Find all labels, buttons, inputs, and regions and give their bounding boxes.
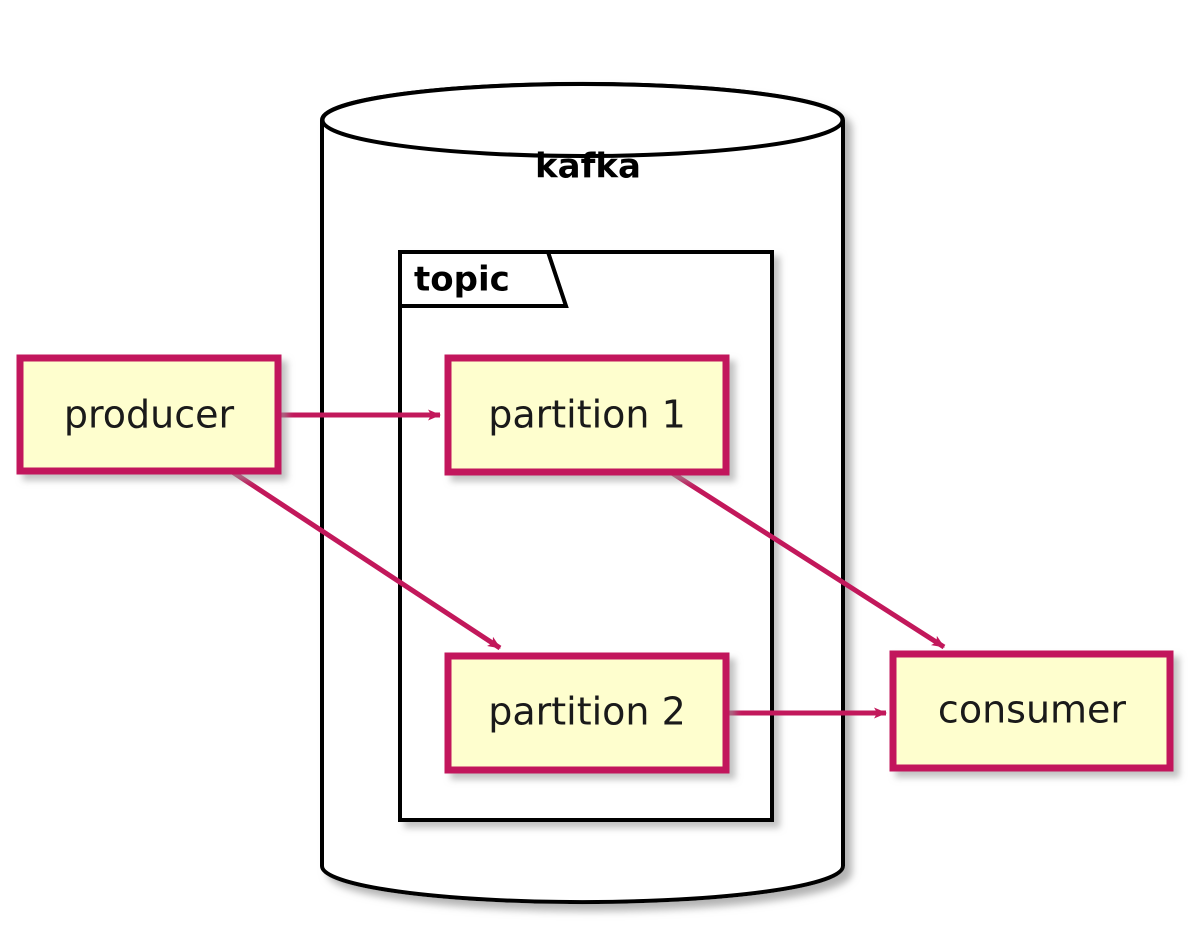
node-partition2[interactable] bbox=[444, 652, 730, 774]
edge-producer-to-partition2[interactable] bbox=[229, 468, 502, 651]
node-consumer[interactable] bbox=[889, 650, 1174, 772]
producer-label: producer bbox=[64, 393, 235, 437]
node-partition1[interactable] bbox=[444, 354, 730, 476]
node-producer[interactable] bbox=[16, 354, 282, 475]
producer-box bbox=[16, 354, 282, 475]
partition1-box bbox=[444, 354, 730, 476]
partition2-label: partition 2 bbox=[488, 690, 686, 734]
kafka-label: kafka bbox=[535, 147, 641, 187]
topic-label: topic bbox=[414, 260, 510, 300]
partition2-box bbox=[444, 652, 730, 774]
cylinder-top-ellipse bbox=[320, 82, 845, 158]
partition1-label: partition 1 bbox=[488, 393, 686, 437]
edge-partition1-to-consumer[interactable] bbox=[670, 470, 946, 650]
consumer-box bbox=[889, 650, 1174, 772]
consumer-label: consumer bbox=[938, 688, 1127, 732]
topic-package-tab bbox=[398, 250, 569, 308]
